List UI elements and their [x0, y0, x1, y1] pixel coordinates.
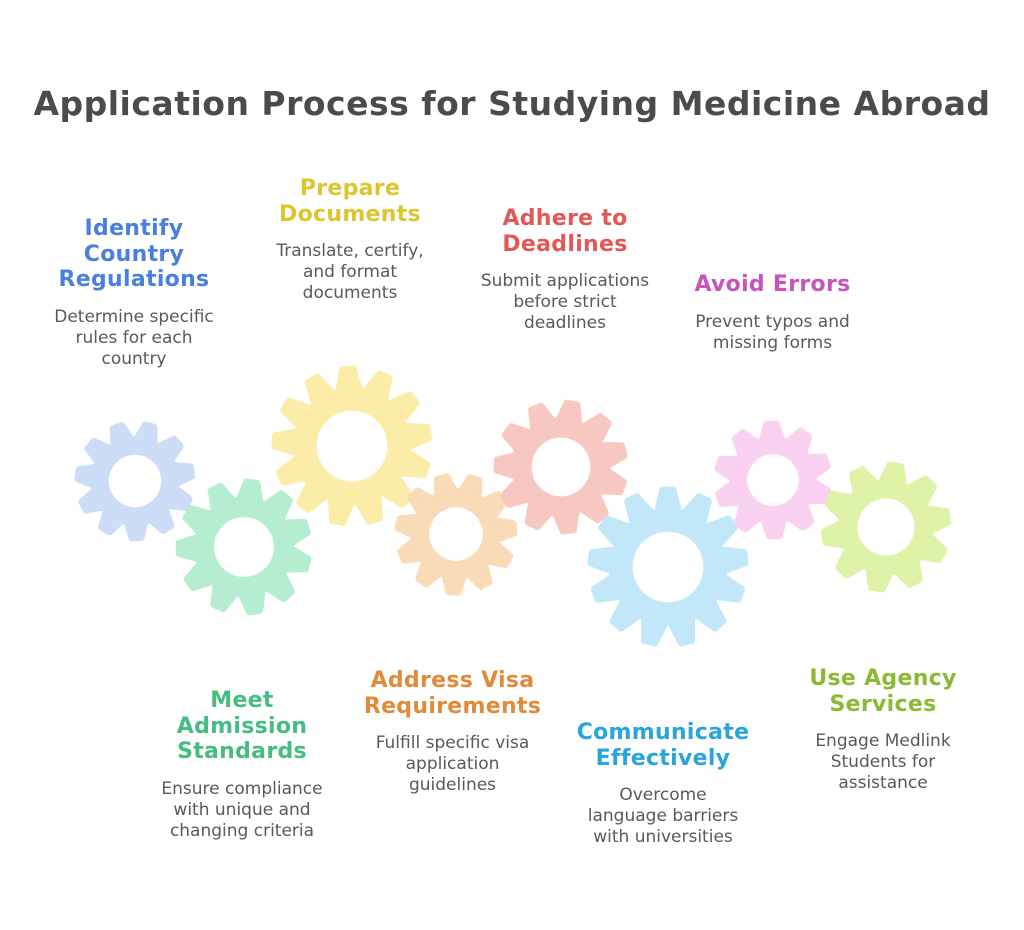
gear-red-icon	[493, 399, 628, 535]
step-description: Submit applications before strict deadli…	[480, 271, 650, 334]
step-heading: Prepare Documents	[279, 176, 421, 227]
step-heading: Avoid Errors	[694, 272, 851, 297]
step-description: Translate, certify, and format documents	[276, 241, 424, 304]
step-heading: Communicate Effectively	[576, 720, 750, 771]
step-description: Engage Medlink Students for assistance	[815, 731, 951, 794]
step-description: Ensure compliance with unique and changi…	[161, 778, 323, 841]
page-title: Application Process for Studying Medicin…	[33, 84, 991, 123]
step-heading: Address Visa Requirements	[363, 668, 542, 719]
gear-blue-icon	[74, 421, 196, 542]
gear-lime-icon	[820, 461, 952, 593]
step-heading: Identify Country Regulations	[58, 216, 210, 293]
step-meet-admission-standards: Meet Admission Standards Ensure complian…	[132, 688, 352, 842]
gear-cyan-icon	[587, 486, 749, 647]
step-identify-country-regulations: Identify Country Regulations Determine s…	[24, 216, 244, 370]
step-prepare-documents: Prepare Documents Translate, certify, an…	[240, 176, 460, 304]
step-communicate-effectively: Communicate Effectively Overcome languag…	[553, 720, 773, 848]
step-description: Determine specific rules for each countr…	[54, 306, 214, 369]
gear-green-icon	[175, 478, 312, 616]
step-heading: Adhere to Deadlines	[502, 206, 628, 257]
step-address-visa-requirements: Address Visa Requirements Fulfill specif…	[340, 668, 565, 796]
step-heading: Meet Admission Standards	[176, 688, 308, 765]
gear-pink-icon	[714, 420, 832, 540]
gear-orange-icon	[394, 473, 518, 596]
step-heading: Use Agency Services	[809, 666, 957, 717]
step-description: Prevent typos and missing forms	[695, 311, 850, 353]
gear-yellow-icon	[271, 365, 433, 526]
step-avoid-errors: Avoid Errors Prevent typos and missing f…	[660, 272, 885, 354]
step-description: Overcome language barriers with universi…	[587, 785, 739, 848]
step-description: Fulfill specific visa application guidel…	[375, 733, 530, 796]
step-adhere-to-deadlines: Adhere to Deadlines Submit applications …	[450, 206, 680, 334]
step-use-agency-services: Use Agency Services Engage Medlink Stude…	[773, 666, 993, 794]
